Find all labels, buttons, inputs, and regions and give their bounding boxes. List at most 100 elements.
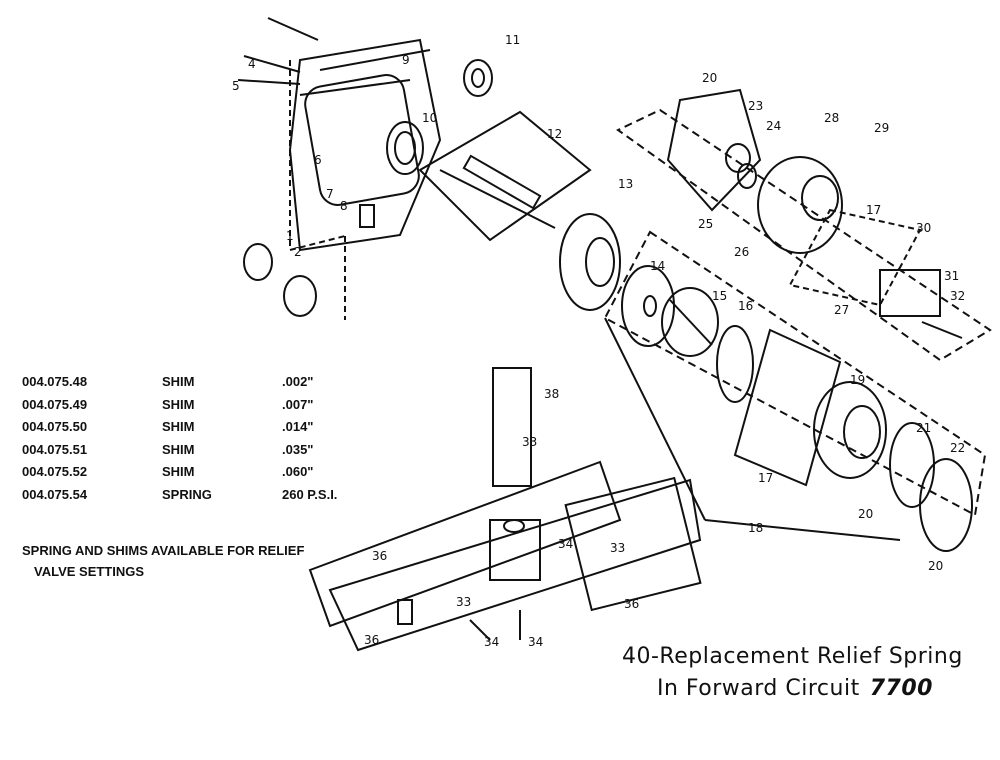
part-number: 004.075.51	[22, 441, 88, 457]
svg-text:22: 22	[950, 441, 965, 455]
relief-valve-frame	[308, 460, 622, 628]
part-number: 004.075.54	[22, 486, 88, 502]
svg-text:8: 8	[340, 199, 348, 213]
svg-text:24: 24	[766, 119, 781, 133]
svg-text:17: 17	[866, 203, 881, 217]
caption-circuit: In Forward Circuit	[657, 676, 860, 701]
svg-text:26: 26	[734, 245, 749, 259]
svg-text:18: 18	[748, 521, 763, 535]
svg-text:11: 11	[505, 33, 520, 47]
table-row: 004.075.50 SHIM .014"	[22, 416, 402, 439]
ring-part-22	[919, 458, 973, 552]
model-number: 7700	[869, 676, 933, 701]
svg-text:12: 12	[547, 127, 562, 141]
hub-part-13	[559, 213, 621, 311]
ring-part-1	[243, 243, 273, 281]
svg-text:15: 15	[712, 289, 727, 303]
svg-text:34: 34	[484, 635, 499, 649]
part-description: SHIM	[162, 464, 195, 479]
svg-text:31: 31	[944, 269, 959, 283]
table-row: 004.075.49 SHIM .007"	[22, 394, 402, 417]
block-part-31	[879, 269, 941, 317]
part-size: 260 P.S.I.	[282, 486, 338, 502]
pump-housing-part-9	[288, 38, 442, 252]
gasket-part-20	[666, 88, 762, 212]
part-number: 004.075.49	[22, 396, 88, 412]
bolt-part-4	[267, 17, 319, 41]
svg-text:14: 14	[650, 259, 665, 273]
part-size: .014"	[282, 419, 314, 434]
plate-part-21	[889, 422, 935, 508]
part-size: .007"	[282, 396, 314, 412]
valve-part-8	[359, 204, 375, 228]
part-size: .002"	[282, 374, 314, 389]
caption-line-2: In Forward Circuit 7700	[657, 676, 933, 701]
svg-text:13: 13	[618, 177, 633, 191]
svg-text:33: 33	[610, 541, 625, 555]
availability-note: SPRING AND SHIMS AVAILABLE FOR RELIEF VA…	[22, 540, 304, 582]
plug-part-36	[397, 599, 413, 625]
svg-text:16: 16	[738, 299, 753, 313]
part-number: 004.075.52	[22, 464, 88, 479]
svg-text:36: 36	[372, 549, 387, 563]
table-row: 004.075.51 SHIM .035"	[22, 439, 402, 462]
table-row: 004.075.54 SPRING 260 P.S.I.	[22, 484, 402, 507]
svg-text:10: 10	[422, 111, 437, 125]
disc-part-14	[621, 265, 675, 347]
parts-table: 004.075.48 SHIM .002" 004.075.49 SHIM .0…	[22, 371, 402, 506]
svg-text:7: 7	[326, 187, 334, 201]
part-size: .035"	[282, 441, 314, 457]
svg-text:27: 27	[834, 303, 849, 317]
part-description: SHIM	[162, 396, 195, 412]
svg-text:5: 5	[232, 79, 240, 93]
valve-box-part-17	[733, 328, 842, 487]
svg-text:36: 36	[364, 633, 379, 647]
svg-text:25: 25	[698, 217, 713, 231]
svg-text:36: 36	[624, 597, 639, 611]
relief-assembly-part-30	[788, 208, 922, 307]
svg-text:34: 34	[528, 635, 543, 649]
note-line-2: VALVE SETTINGS	[34, 564, 145, 579]
svg-text:4: 4	[248, 57, 256, 71]
note-line-1: SPRING AND SHIMS AVAILABLE FOR RELIEF	[22, 543, 305, 558]
svg-text:20: 20	[702, 71, 717, 85]
valve-part-36-frame	[564, 476, 702, 612]
ring-part-24	[737, 163, 757, 189]
svg-text:1: 1	[286, 229, 294, 243]
svg-text:30: 30	[916, 221, 931, 235]
svg-text:2: 2	[294, 245, 302, 259]
cylinder-part-19	[813, 381, 887, 479]
svg-text:33: 33	[456, 595, 471, 609]
svg-text:21: 21	[916, 421, 931, 435]
part-description: SHIM	[162, 374, 195, 389]
part-description: SHIM	[162, 419, 195, 434]
part-size: .060"	[282, 464, 314, 479]
svg-text:20: 20	[858, 507, 873, 521]
svg-text:9: 9	[402, 53, 410, 67]
svg-text:28: 28	[824, 111, 839, 125]
svg-text:23: 23	[748, 99, 763, 113]
rotor-part-15	[661, 287, 719, 357]
svg-text:6: 6	[314, 153, 322, 167]
shaft-box-part-12	[418, 110, 592, 242]
table-row: 004.075.48 SHIM .002"	[22, 371, 402, 394]
table-row: 004.075.52 SHIM .060"	[22, 461, 402, 484]
gear-part-2	[283, 275, 317, 317]
valve-part-38-frame	[492, 367, 532, 487]
svg-text:19: 19	[850, 373, 865, 387]
svg-text:34: 34	[558, 537, 573, 551]
part-number: 004.075.48	[22, 374, 88, 389]
svg-text:32: 32	[950, 289, 965, 303]
part-number: 004.075.50	[22, 419, 88, 434]
nut-part-11	[463, 59, 493, 97]
seal-part-23	[725, 143, 751, 173]
part-description: SHIM	[162, 441, 195, 457]
svg-text:20: 20	[928, 559, 943, 573]
plate-part-16	[716, 325, 754, 403]
svg-text:17: 17	[758, 471, 773, 485]
caption-line-1: 40-Replacement Relief Spring	[622, 644, 963, 669]
part-description: SPRING	[162, 486, 212, 502]
svg-text:33: 33	[522, 435, 537, 449]
svg-text:29: 29	[874, 121, 889, 135]
